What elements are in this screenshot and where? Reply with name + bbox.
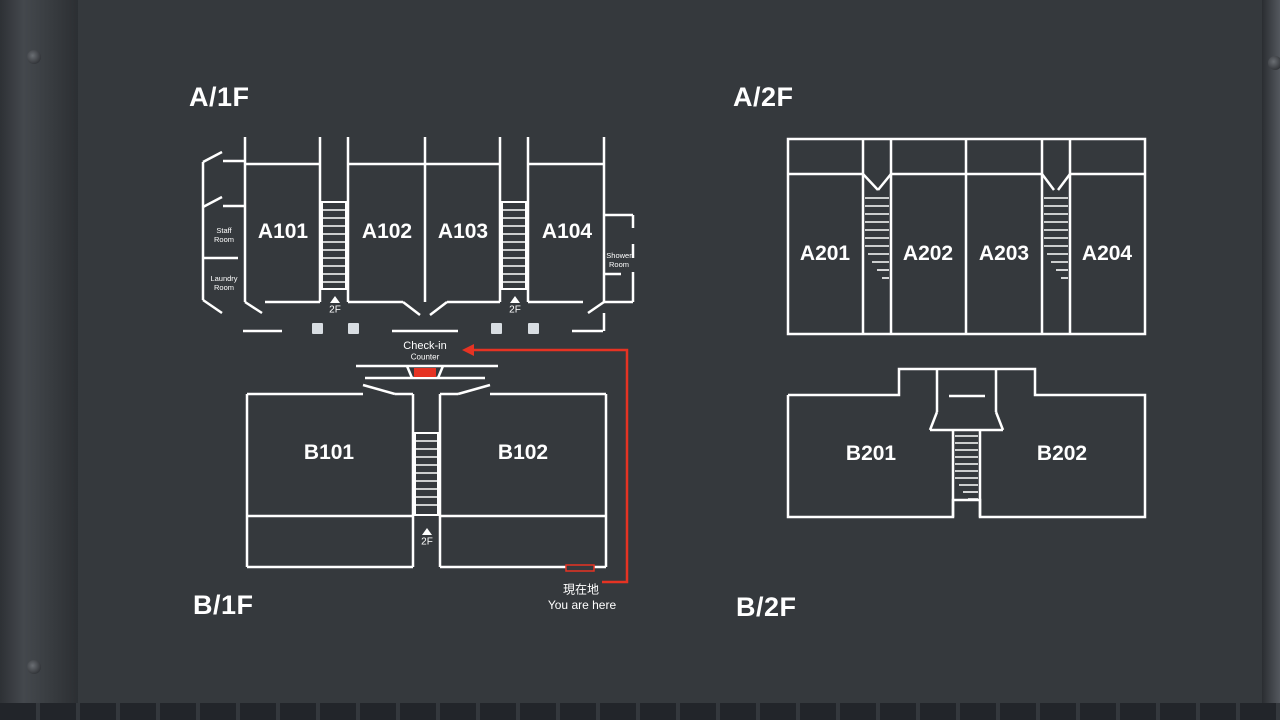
screw-icon — [1268, 56, 1280, 70]
a1f-stair-left — [321, 201, 347, 290]
floor-label-b2f: B/2F — [736, 592, 797, 622]
room-label-a201: A201 — [799, 242, 851, 265]
upstairs-label: 2F — [421, 536, 433, 548]
floor-label-b1f: B/1F — [193, 590, 254, 620]
building-b-1f-plan — [245, 383, 608, 569]
a1f-stair-right — [501, 201, 527, 290]
building-a-2f-plan — [786, 137, 1147, 336]
a2f-stair-left — [865, 197, 889, 279]
staff-room-label: Staff Room — [213, 226, 235, 244]
laundry-room-label: Laundry Room — [210, 274, 238, 292]
floor-map-panel — [78, 0, 1262, 703]
shower-room-label: Shower Room — [606, 251, 632, 269]
building-b-2f-plan — [786, 367, 1147, 519]
sign-frame-right — [1262, 0, 1280, 720]
you-are-here-en: You are here — [547, 598, 617, 612]
upstairs-label: 2F — [509, 304, 521, 316]
b2f-stair — [955, 435, 978, 500]
room-label-a103: A103 — [437, 220, 489, 243]
room-label-b202: B202 — [1036, 442, 1088, 465]
room-label-b201: B201 — [845, 442, 897, 465]
room-label-a104: A104 — [541, 220, 593, 243]
upstairs-label: 2F — [329, 304, 341, 316]
a1f-pillars — [312, 323, 539, 334]
room-label-a204: A204 — [1081, 242, 1133, 265]
sign-frame-bottom — [0, 703, 1280, 720]
checkin-subtitle: Counter — [410, 352, 440, 362]
screw-icon — [27, 660, 41, 674]
route-to-checkin — [470, 348, 629, 584]
room-label-a102: A102 — [361, 220, 413, 243]
checkin-counter-marker — [414, 368, 436, 377]
sign-frame-left — [0, 0, 78, 720]
room-label-a101: A101 — [257, 220, 309, 243]
screw-icon — [27, 50, 41, 64]
room-label-a203: A203 — [978, 242, 1030, 265]
floor-label-a1f: A/1F — [189, 82, 250, 112]
room-label-b102: B102 — [497, 441, 549, 464]
b1f-up-arrow — [422, 528, 432, 535]
a2f-stair-right — [1044, 197, 1068, 279]
b1f-stair — [414, 432, 439, 516]
a1f-up-arrows — [330, 296, 520, 303]
checkin-title: Check-in — [403, 340, 447, 352]
checkin-counter-outline — [356, 364, 498, 380]
room-label-b101: B101 — [303, 441, 355, 464]
building-a-1f-plan — [201, 137, 635, 333]
room-label-a202: A202 — [902, 242, 954, 265]
you-are-here-ja: 現在地 — [562, 582, 600, 597]
route-arrow-head — [462, 344, 474, 356]
floor-label-a2f: A/2F — [733, 82, 794, 112]
you-are-here-marker — [565, 564, 595, 572]
